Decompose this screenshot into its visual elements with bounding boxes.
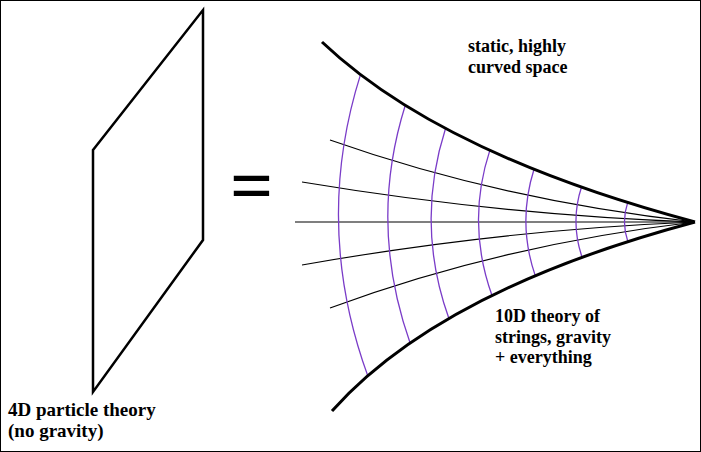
grid-arc (624, 202, 628, 242)
text-slot: 10D theory of strings, gravity + everyth… (495, 306, 625, 368)
radial-lines (295, 140, 695, 308)
radial-line (330, 222, 695, 308)
grid-arc (388, 105, 410, 343)
grid-arc (338, 75, 367, 376)
text-slot: 4D particle theory (no gravity) (8, 400, 166, 442)
curved-space-horn: static, highly curved space 10D theory of… (285, 0, 701, 452)
radial-line (295, 221, 695, 222)
caption-text: 10D theory of strings, gravity + everyth… (495, 306, 625, 368)
caption-text: 4D particle theory (no gravity) (8, 400, 166, 442)
equals-sign: = (230, 147, 273, 223)
caption-text: static, highly curved space (468, 36, 598, 77)
outline (0, 0, 225, 452)
radial-line (302, 182, 695, 222)
grid-arc (526, 169, 536, 276)
grid-arc (431, 128, 449, 318)
grid-arcs (338, 75, 628, 376)
radial-line (302, 222, 695, 265)
label-slot: = (230, 147, 273, 223)
outline-path (93, 10, 203, 392)
grid-arc (576, 187, 582, 258)
grid-arc (478, 150, 492, 296)
boundary-plane: 4D particle theory (no gravity) (0, 0, 225, 452)
outline-path (322, 42, 695, 411)
text-slot: static, highly curved space (468, 36, 598, 77)
